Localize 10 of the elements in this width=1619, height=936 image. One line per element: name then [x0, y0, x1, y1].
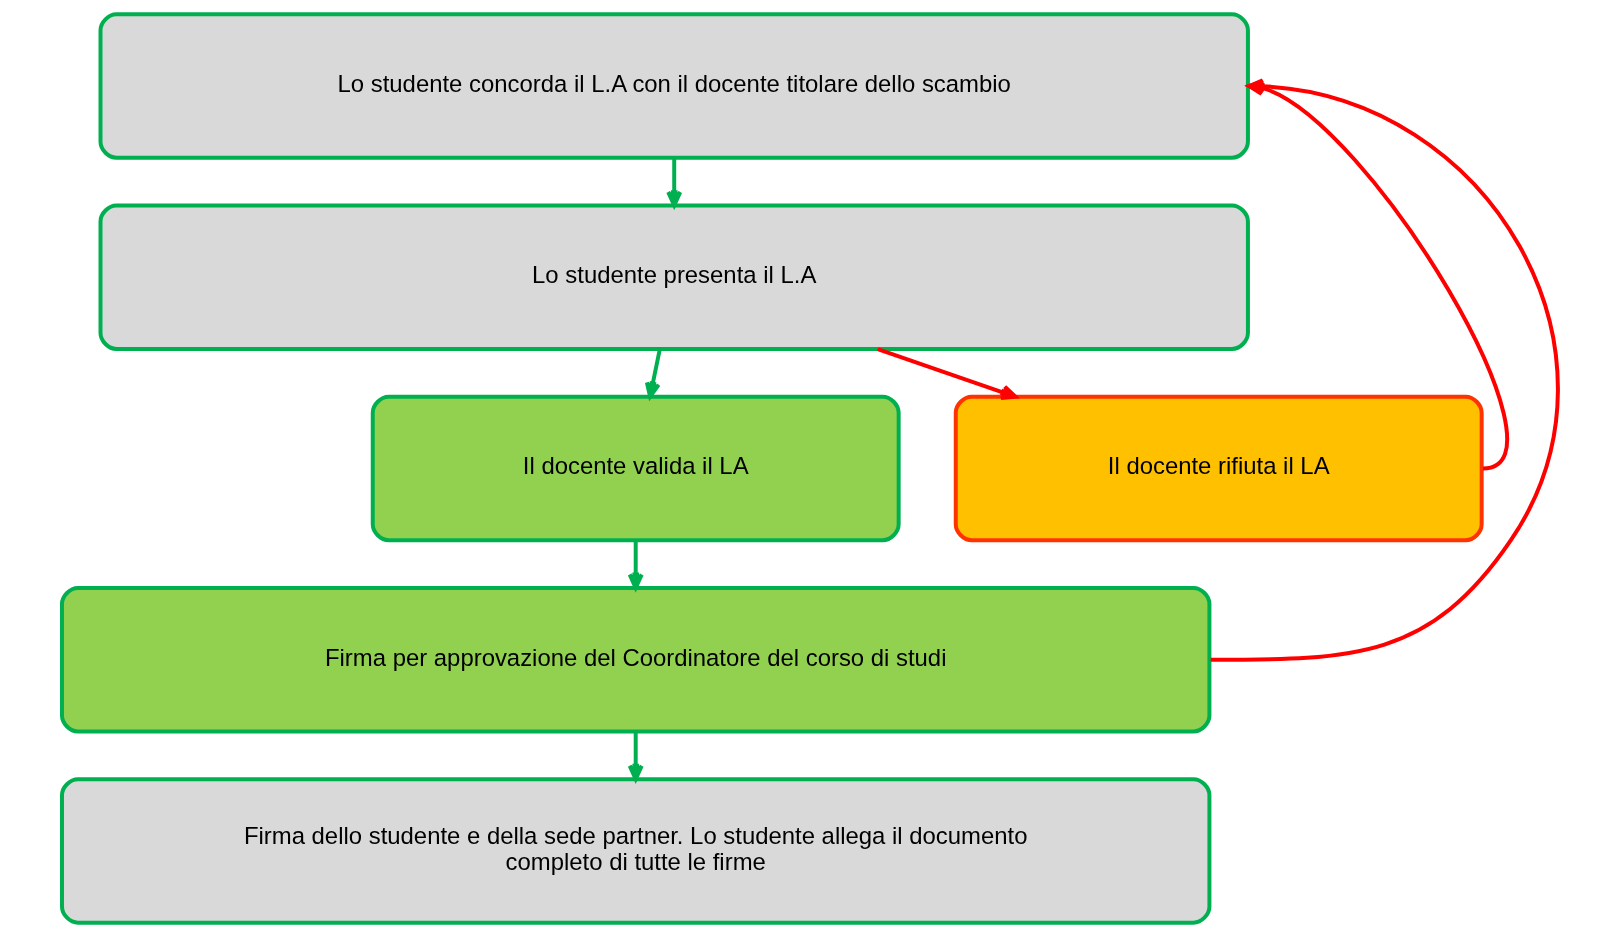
- arrow: [627, 731, 644, 781]
- node-box: Lo studente concorda il L.A con il docente titolare dello scambio: [98, 11, 1250, 160]
- node-box: Firma per approvazione del Coordinatore del corso di studi: [59, 585, 1211, 733]
- node-box: Firma dello studente e della sede partner. Lo studente allega il documento completo di tutte le firme: [59, 776, 1211, 925]
- arrow: [644, 348, 662, 399]
- arrow: [627, 540, 644, 590]
- node-box: Lo studente presenta il L.A: [98, 203, 1250, 351]
- node-box: Il docente valida il LA: [370, 394, 901, 542]
- arrow: [876, 346, 1017, 400]
- node-box: Il docente rifiuta il LA: [953, 394, 1484, 542]
